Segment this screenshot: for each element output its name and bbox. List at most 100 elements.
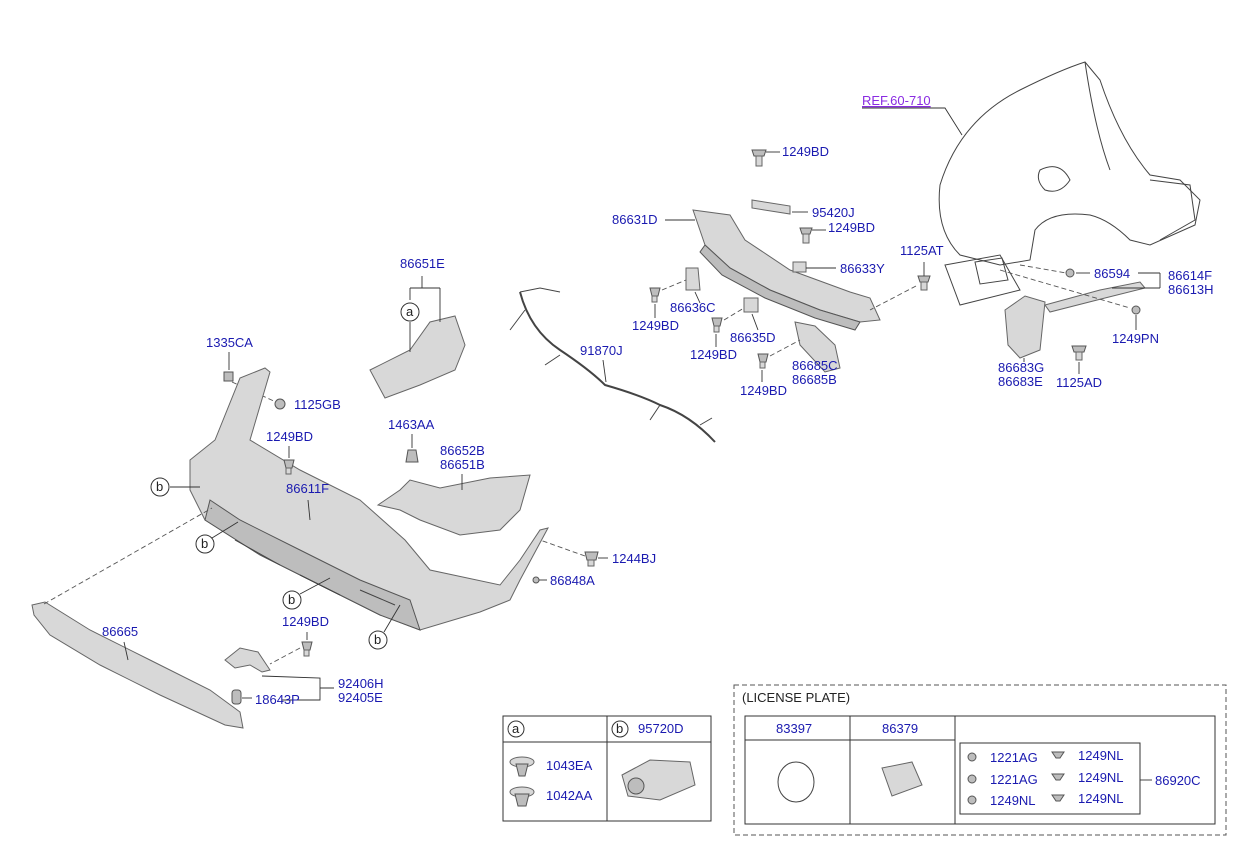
leader-callout-b-4	[383, 604, 401, 633]
sensor-95720D-lens	[627, 777, 645, 795]
pad-86379-icon	[881, 761, 923, 797]
ref-label[interactable]: REF.60-710	[862, 93, 931, 108]
label-86614F[interactable]: 86614F	[1168, 268, 1212, 283]
callout-a[interactable]	[400, 302, 420, 322]
bolt-1249BD-mid	[799, 227, 813, 244]
leader-91870J	[602, 359, 607, 383]
rivet-icon-1249NL-4	[1051, 794, 1065, 802]
label-86635D[interactable]: 86635D	[730, 330, 776, 345]
bolt-1244BJ	[584, 551, 599, 567]
label-92406H[interactable]: 92406H	[338, 676, 384, 691]
skid-plate-86665	[31, 601, 244, 729]
label-1125AT[interactable]: 1125AT	[900, 243, 944, 258]
plug-83397-icon	[777, 761, 815, 803]
legend-table: a b 95720D 1043EA 1042AA	[502, 715, 712, 822]
label-92405E[interactable]: 92405E	[338, 690, 383, 705]
callout-b-2-text: b	[201, 536, 208, 551]
label-kit-1249NL-1[interactable]: 1249NL	[990, 793, 1036, 808]
label-86683G[interactable]: 86683G	[998, 360, 1044, 375]
dash-skid	[43, 507, 213, 605]
label-1335CA[interactable]: 1335CA	[206, 335, 253, 350]
label-1463AA[interactable]: 1463AA	[388, 417, 435, 432]
label-86848A[interactable]: 86848A	[550, 573, 595, 588]
bolt-1125AT	[917, 275, 931, 291]
label-1043EA[interactable]: 1043EA	[546, 758, 593, 773]
label-86685C[interactable]: 86685C	[792, 358, 838, 373]
bumper-beam-86631D	[692, 209, 881, 331]
harness-branches	[509, 287, 713, 426]
label-86920C[interactable]: 86920C	[1155, 773, 1201, 788]
label-86633Y[interactable]: 86633Y	[840, 261, 885, 276]
label-1249PN[interactable]: 1249PN	[1112, 331, 1159, 346]
label-1249BD-left[interactable]: 1249BD	[632, 318, 679, 333]
dash-1125AT	[869, 285, 917, 311]
label-95420J[interactable]: 95420J	[812, 205, 855, 220]
reflector-92406H	[224, 647, 271, 673]
dash-1244BJ	[539, 539, 586, 557]
rivet-icon-1249NL-3	[1051, 773, 1065, 781]
label-kit-1221AG-1[interactable]: 1221AG	[990, 750, 1038, 765]
label-1249BD-center[interactable]: 1249BD	[690, 347, 737, 362]
bracket-95420J	[751, 199, 791, 215]
label-1125AD[interactable]: 1125AD	[1056, 375, 1102, 390]
leader-86635D	[751, 313, 759, 331]
leader-92406H	[261, 675, 334, 701]
bolt-1249BD-top	[751, 149, 767, 167]
label-86379[interactable]: 86379	[882, 721, 918, 736]
callout-b-4[interactable]	[368, 630, 388, 650]
callout-b-2[interactable]	[195, 534, 215, 554]
clip-1125GB	[274, 398, 286, 410]
leader-86611F	[307, 499, 311, 521]
label-1244BJ[interactable]: 1244BJ	[612, 551, 656, 566]
label-18643P[interactable]: 18643P	[255, 692, 300, 707]
bolt-1125AD	[1071, 345, 1087, 361]
leader-callout-b-3	[299, 577, 331, 595]
bolt-1249BD-lower	[757, 353, 769, 369]
label-kit-1221AG-2[interactable]: 1221AG	[990, 772, 1038, 787]
label-86594[interactable]: 86594	[1094, 266, 1130, 281]
callout-b-3[interactable]	[282, 590, 302, 610]
label-86651E[interactable]: 86651E	[400, 256, 445, 271]
callout-b-1-text: b	[156, 479, 163, 494]
label-kit-1249NL-4[interactable]: 1249NL	[1078, 791, 1124, 806]
label-kit-1249NL-2[interactable]: 1249NL	[1078, 748, 1124, 763]
label-86611F[interactable]: 86611F	[286, 481, 329, 496]
label-83397[interactable]: 83397	[776, 721, 812, 736]
label-1125GB[interactable]: 1125GB	[294, 397, 341, 412]
label-kit-1249NL-3[interactable]: 1249NL	[1078, 770, 1124, 785]
bolt-1249BD-center	[711, 317, 723, 333]
label-86651B[interactable]: 86651B	[440, 457, 485, 472]
label-86636C[interactable]: 86636C	[670, 300, 716, 315]
label-1249BD-mid[interactable]: 1249BD	[828, 220, 875, 235]
label-1249BD-bumper[interactable]: 1249BD	[266, 429, 313, 444]
label-86613H[interactable]: 86613H	[1168, 282, 1214, 297]
bracket-86652B	[376, 474, 531, 536]
license-plate-title: (LICENSE PLATE)	[742, 690, 850, 705]
screw-icon-1221AG-1	[967, 752, 977, 762]
label-86652B[interactable]: 86652B	[440, 443, 485, 458]
label-1249BD-lower[interactable]: 1249BD	[740, 383, 787, 398]
dash-reflector	[999, 264, 1131, 309]
callout-b-3-text: b	[288, 592, 295, 607]
label-95720D[interactable]: 95720D	[638, 721, 684, 736]
clip-86848A	[532, 576, 540, 584]
legend-a-text: a	[512, 721, 520, 736]
bolt-1249BD-reflector	[301, 641, 313, 657]
screw-1249PN	[1131, 305, 1141, 315]
label-1249BD-reflector[interactable]: 1249BD	[282, 614, 329, 629]
label-86685B[interactable]: 86685B	[792, 372, 837, 387]
screw-icon-1221AG-2	[967, 774, 977, 784]
label-86631D[interactable]: 86631D	[612, 212, 658, 227]
leader-callout-b-2	[211, 521, 239, 539]
label-86683E[interactable]: 86683E	[998, 374, 1043, 389]
bumper-cover-86611F	[189, 367, 549, 631]
callout-b-1[interactable]	[150, 477, 170, 497]
label-91870J[interactable]: 91870J	[580, 343, 623, 358]
label-1042AA[interactable]: 1042AA	[546, 788, 593, 803]
socket-18643P	[231, 689, 242, 705]
label-86665[interactable]: 86665	[102, 624, 138, 639]
bracket-86651E	[369, 315, 466, 399]
label-1249BD-top[interactable]: 1249BD	[782, 144, 829, 159]
dash-1249BD-lower	[769, 339, 801, 357]
